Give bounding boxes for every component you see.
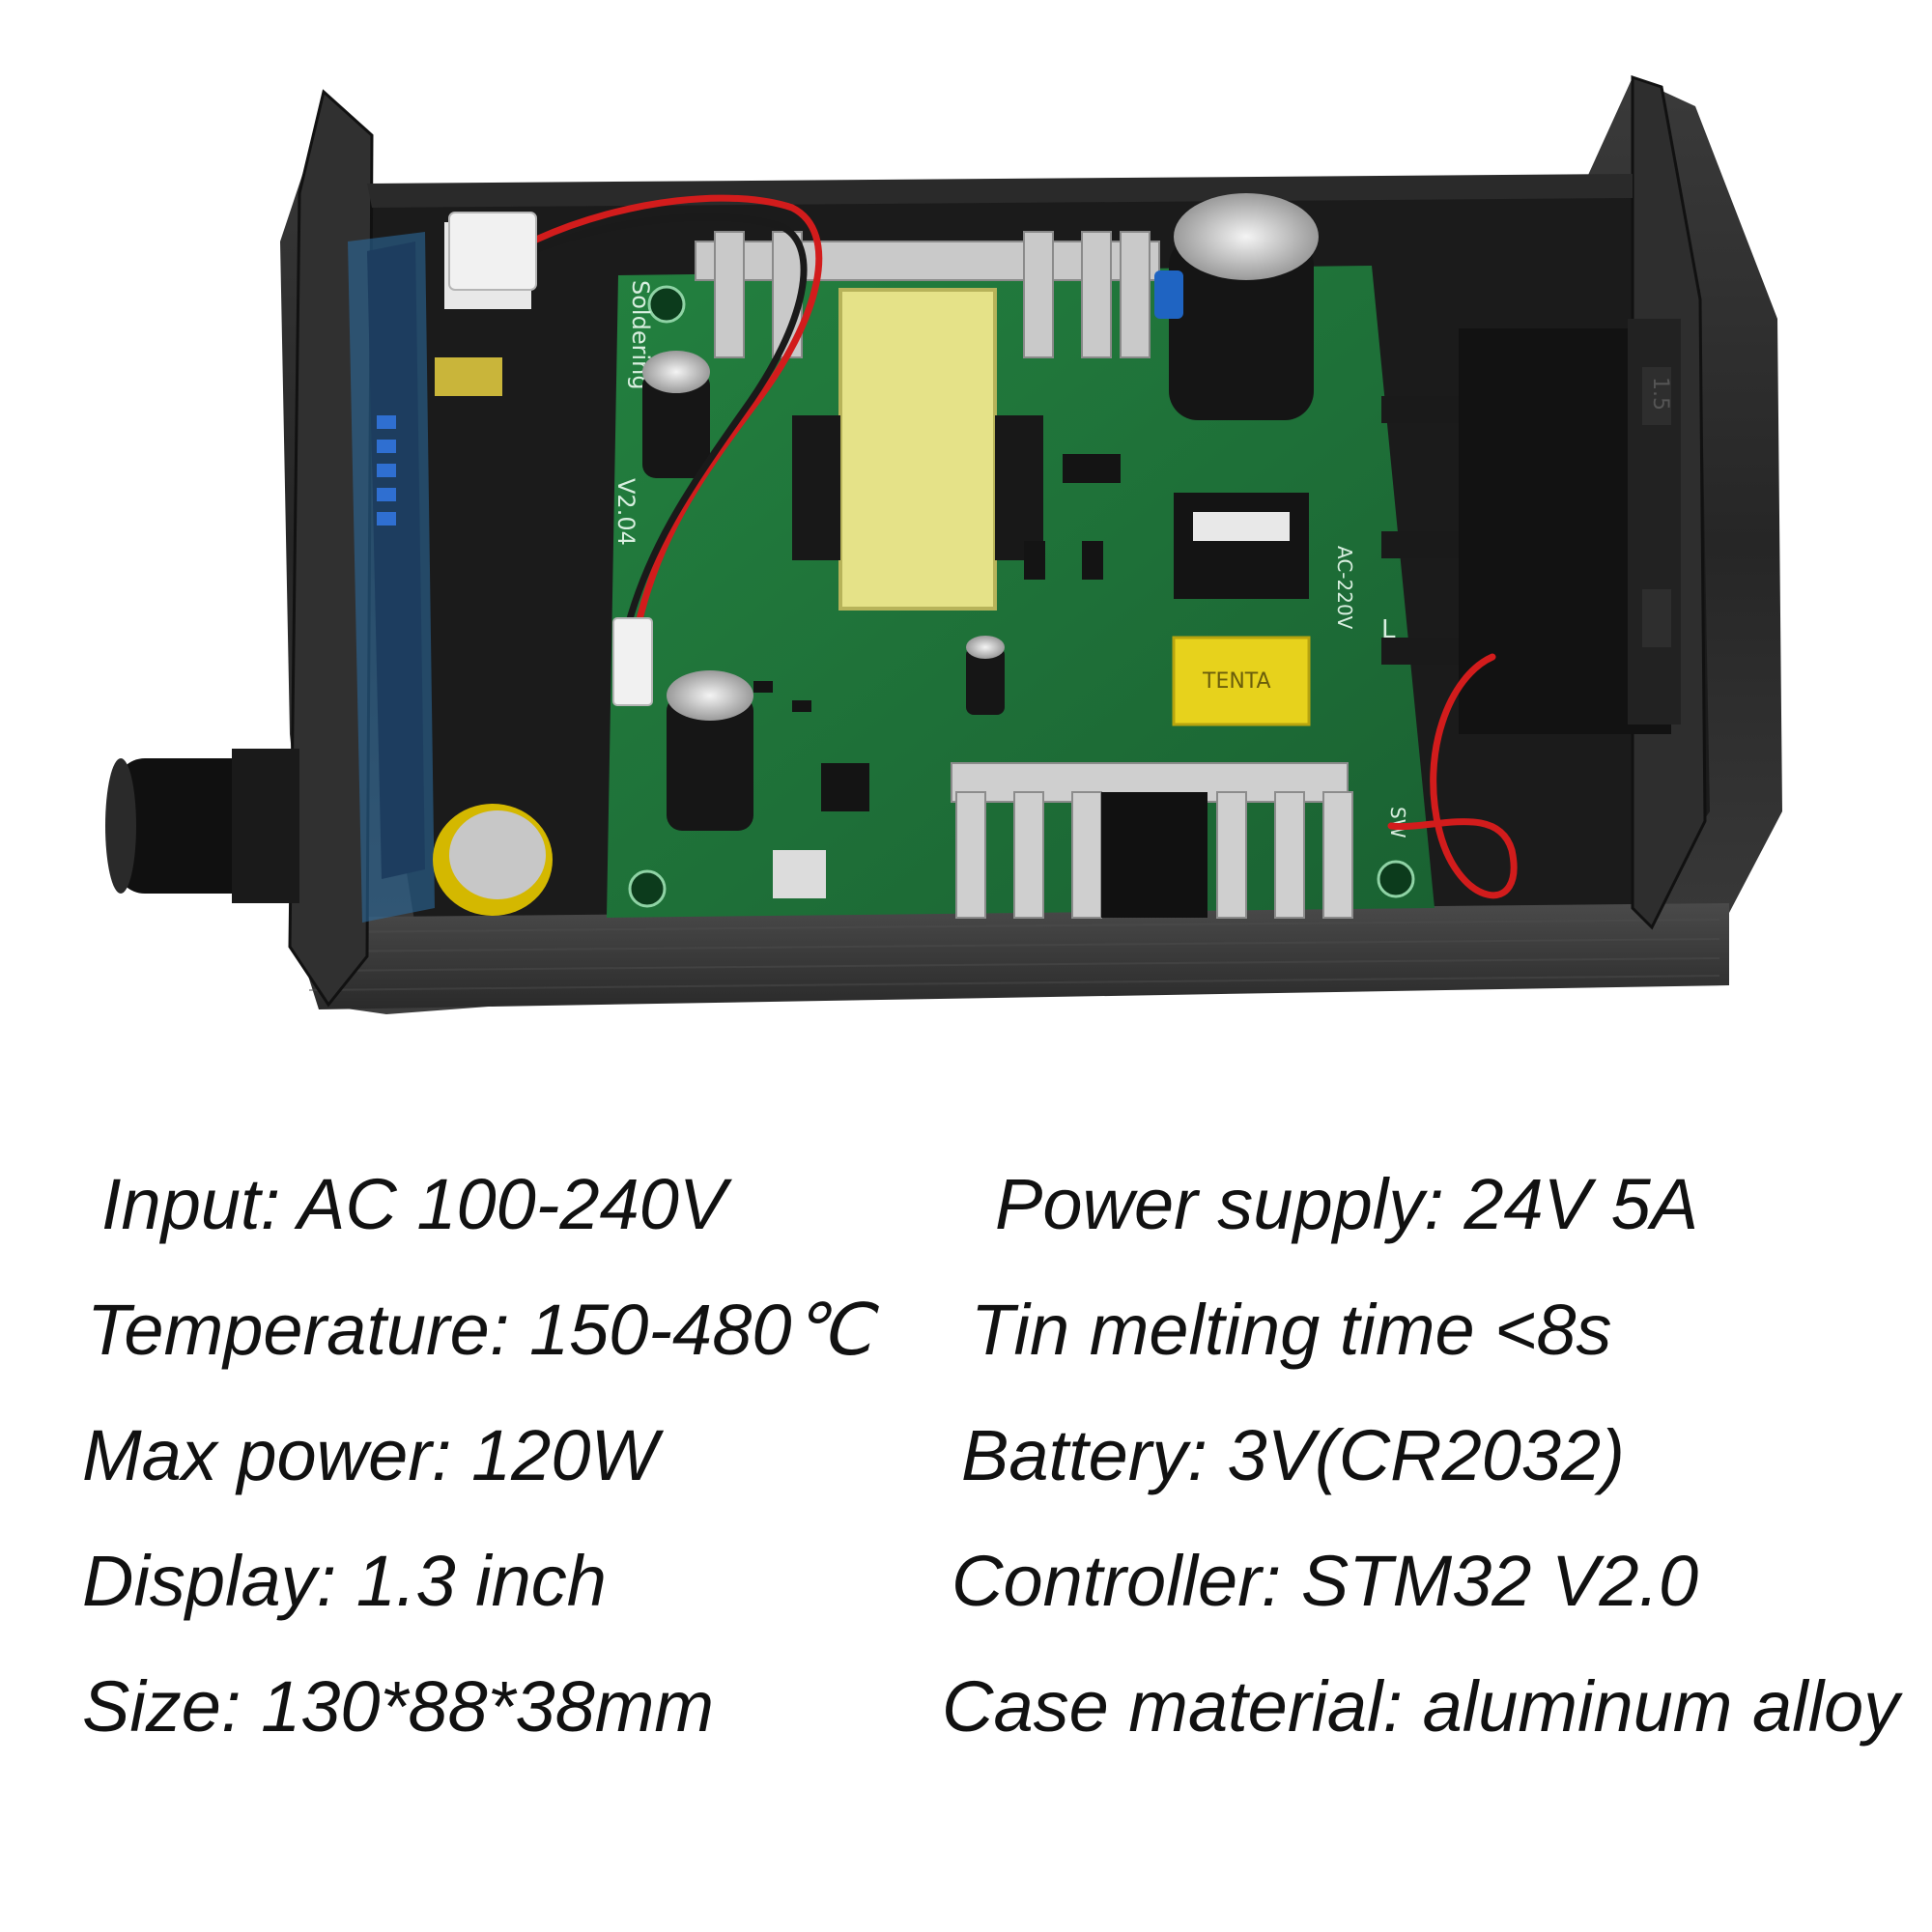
pcb-input-label: AC-220V — [1333, 546, 1356, 630]
spec-temperature: Temperature: 150-480℃ — [87, 1290, 872, 1370]
inductor — [1174, 493, 1309, 599]
socket-label: 1.5 — [1648, 377, 1672, 411]
heatsink-bottom — [951, 762, 1353, 919]
wire-connectors — [448, 212, 653, 706]
large-capacitor — [1154, 193, 1319, 420]
spec-case-material: Case material: aluminum alloy — [942, 1666, 1900, 1747]
transformer — [792, 288, 1043, 611]
heatsink-top — [695, 231, 1160, 358]
control-knob — [105, 749, 299, 903]
smd-components — [753, 454, 1121, 898]
spec-controller: Controller: STM32 V2.0 — [952, 1541, 1699, 1621]
spec-power-supply: Power supply: 24V 5A — [995, 1164, 1699, 1244]
x-capacitor: TENTA — [1172, 636, 1311, 726]
pcb-version-label: V2.04 — [612, 478, 639, 546]
spec-input: Input: AC 100-240V — [101, 1164, 727, 1244]
mosfet — [1101, 792, 1208, 918]
product-photo: Soldering V2.04 AC-220V SW L — [105, 74, 1782, 1014]
spec-tin-melting-time: Tin melting time <8s — [971, 1290, 1612, 1370]
spec-display: Display: 1.3 inch — [82, 1541, 607, 1621]
wires — [532, 194, 1518, 899]
power-socket: 1.5 — [1381, 319, 1681, 734]
spec-max-power: Max power: 120W — [82, 1415, 659, 1495]
pcb-fuse-label: L — [1381, 615, 1396, 644]
x-capacitor-label: TENTA — [1202, 669, 1271, 694]
pcb-switch-label: SW — [1386, 807, 1409, 838]
spec-battery: Battery: 3V(CR2032) — [961, 1415, 1625, 1495]
spec-size: Size: 130*88*38mm — [82, 1666, 715, 1747]
coin-battery — [433, 804, 553, 916]
small-capacitors — [642, 351, 1005, 831]
